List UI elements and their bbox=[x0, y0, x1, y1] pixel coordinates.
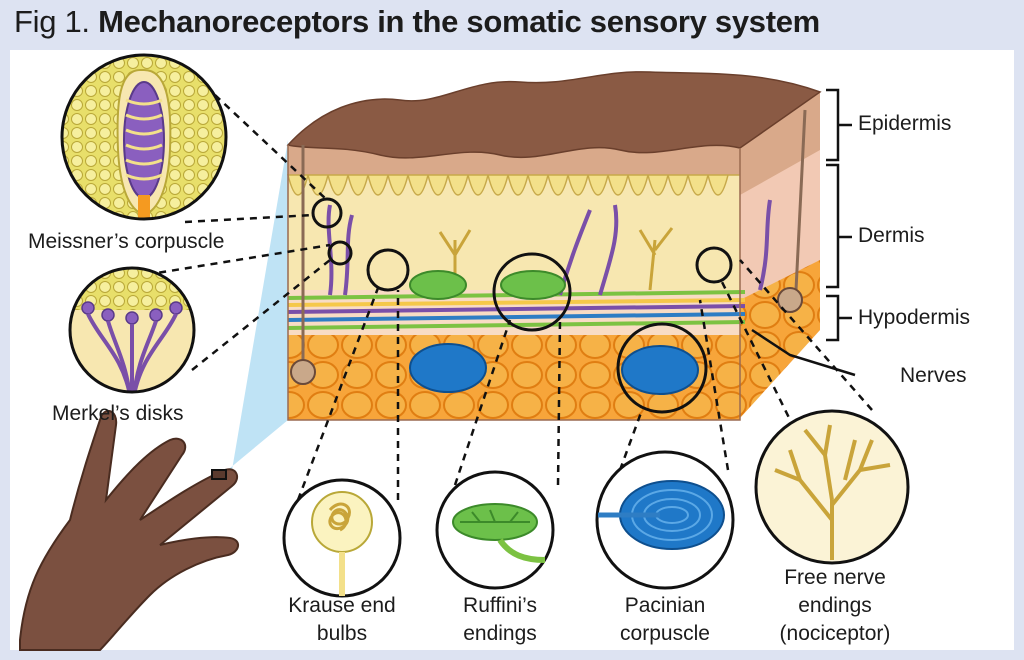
block-callout-circles bbox=[311, 197, 733, 414]
figure-prefix: Fig 1. bbox=[14, 4, 90, 39]
label-free-line1: Free nerve bbox=[784, 566, 886, 589]
label-free-line3: (nociceptor) bbox=[779, 622, 891, 645]
label-pacinian: Pacinian corpuscle bbox=[590, 592, 740, 648]
free-nerve-zoom bbox=[754, 409, 910, 565]
zoom-highlight bbox=[218, 140, 288, 478]
dermis-layer bbox=[288, 175, 740, 290]
label-pacinian-line2: corpuscle bbox=[620, 622, 710, 645]
label-dermis: Dermis bbox=[858, 224, 925, 247]
label-krause: Krause end bulbs bbox=[262, 592, 422, 648]
label-pacinian-line1: Pacinian bbox=[624, 594, 706, 617]
label-krause-line1: Krause end bbox=[288, 594, 396, 617]
krause-zoom bbox=[282, 478, 402, 598]
layer-brackets bbox=[751, 88, 856, 377]
hand-illustration bbox=[19, 410, 239, 651]
pacinian-zoom bbox=[595, 450, 735, 590]
meissner-zoom bbox=[60, 53, 228, 221]
label-free-nerve: Free nerve endings (nociceptor) bbox=[760, 564, 910, 648]
label-merkel: Merkel’s disks bbox=[52, 402, 184, 425]
figure-heading: Mechanoreceptors in the somatic sensory … bbox=[98, 4, 820, 39]
label-hypodermis: Hypodermis bbox=[858, 306, 971, 329]
merkel-zoom bbox=[68, 266, 196, 394]
label-nerves: Nerves bbox=[900, 364, 967, 387]
ruffini-zoom bbox=[435, 470, 555, 590]
label-meissner: Meissner’s corpuscle bbox=[28, 230, 225, 253]
figure-title: Fig 1. Mechanoreceptors in the somatic s… bbox=[14, 4, 820, 40]
label-ruffini-line1: Ruffini’s bbox=[463, 594, 537, 617]
label-free-line2: endings bbox=[798, 594, 872, 617]
label-ruffini: Ruffini’s endings bbox=[430, 592, 570, 648]
label-krause-line2: bulbs bbox=[316, 622, 368, 645]
skin-block bbox=[286, 71, 822, 421]
leader-lines bbox=[94, 94, 873, 501]
skin-surface bbox=[286, 71, 822, 159]
label-epidermis: Epidermis bbox=[858, 112, 952, 135]
label-ruffini-line2: endings bbox=[463, 622, 537, 645]
